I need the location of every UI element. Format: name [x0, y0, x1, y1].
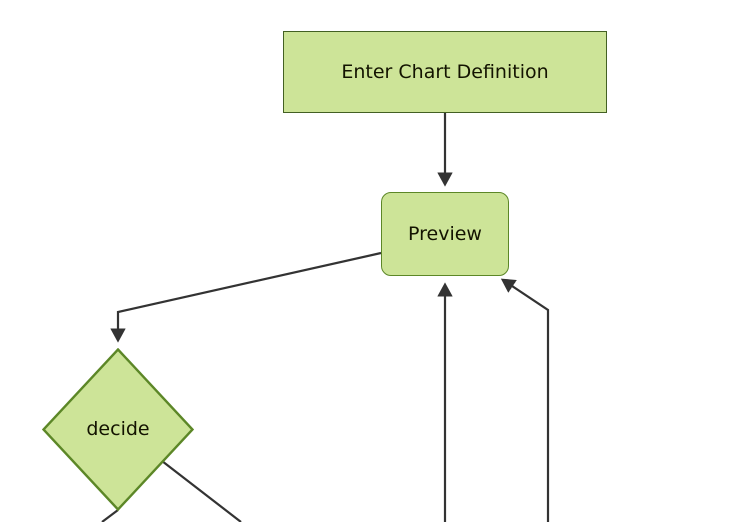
node-enter-chart-definition[interactable]: Enter Chart Definition — [283, 31, 607, 113]
edge-decide-bottom-right — [161, 460, 242, 522]
edge-preview-to-decide — [110, 251, 382, 343]
node-label-enter-chart-definition: Enter Chart Definition — [341, 60, 549, 83]
node-decide[interactable]: decide — [42, 348, 194, 511]
edge-bottom-right-to-preview — [500, 278, 550, 522]
node-label-decide: decide — [86, 418, 150, 440]
node-preview[interactable]: Preview — [381, 192, 509, 276]
diamond-shape-icon — [42, 348, 194, 511]
edge-decide-bottom-left — [101, 509, 119, 522]
node-label-preview: Preview — [408, 222, 482, 245]
